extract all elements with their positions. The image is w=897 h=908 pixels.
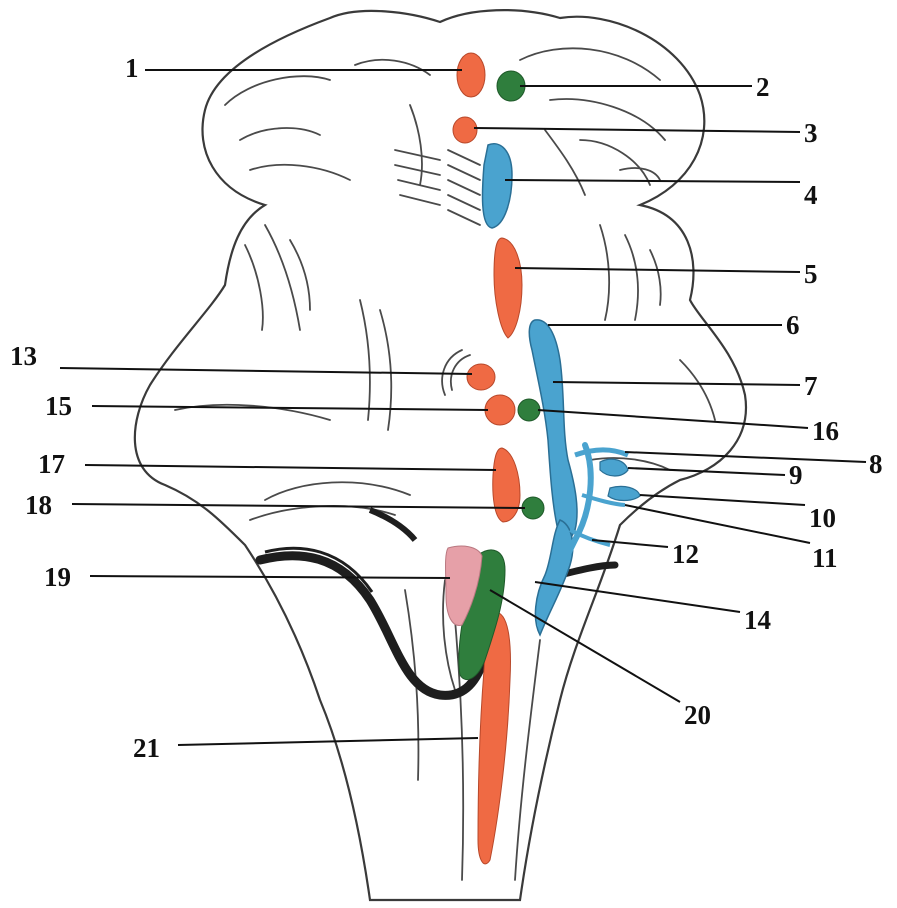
leader-10 — [640, 495, 805, 505]
label-13: 13 — [10, 341, 37, 371]
label-14: 14 — [744, 605, 771, 635]
nucleus-18 — [522, 497, 544, 519]
label-10: 10 — [809, 503, 836, 533]
nucleus-1 — [457, 53, 485, 97]
label-4: 4 — [804, 180, 818, 210]
label-18: 18 — [25, 490, 52, 520]
nucleus-16 — [518, 399, 540, 421]
label-16: 16 — [812, 416, 839, 446]
label-1: 1 — [125, 53, 139, 83]
label-5: 5 — [804, 259, 818, 289]
label-9: 9 — [789, 460, 803, 490]
label-17: 17 — [38, 449, 65, 479]
label-20: 20 — [684, 700, 711, 730]
label-21: 21 — [133, 733, 160, 763]
nucleus-13 — [467, 364, 495, 390]
label-11: 11 — [812, 543, 838, 573]
label-19: 19 — [44, 562, 71, 592]
label-6: 6 — [786, 310, 800, 340]
brainstem-outline — [135, 10, 746, 900]
label-15: 15 — [45, 391, 72, 421]
label-8: 8 — [869, 449, 883, 479]
nucleus-3 — [453, 117, 477, 143]
label-7: 7 — [804, 371, 818, 401]
nucleus-15 — [485, 395, 515, 425]
label-3: 3 — [804, 118, 818, 148]
label-12: 12 — [672, 539, 699, 569]
leader-11 — [625, 505, 810, 543]
label-2: 2 — [756, 72, 770, 102]
